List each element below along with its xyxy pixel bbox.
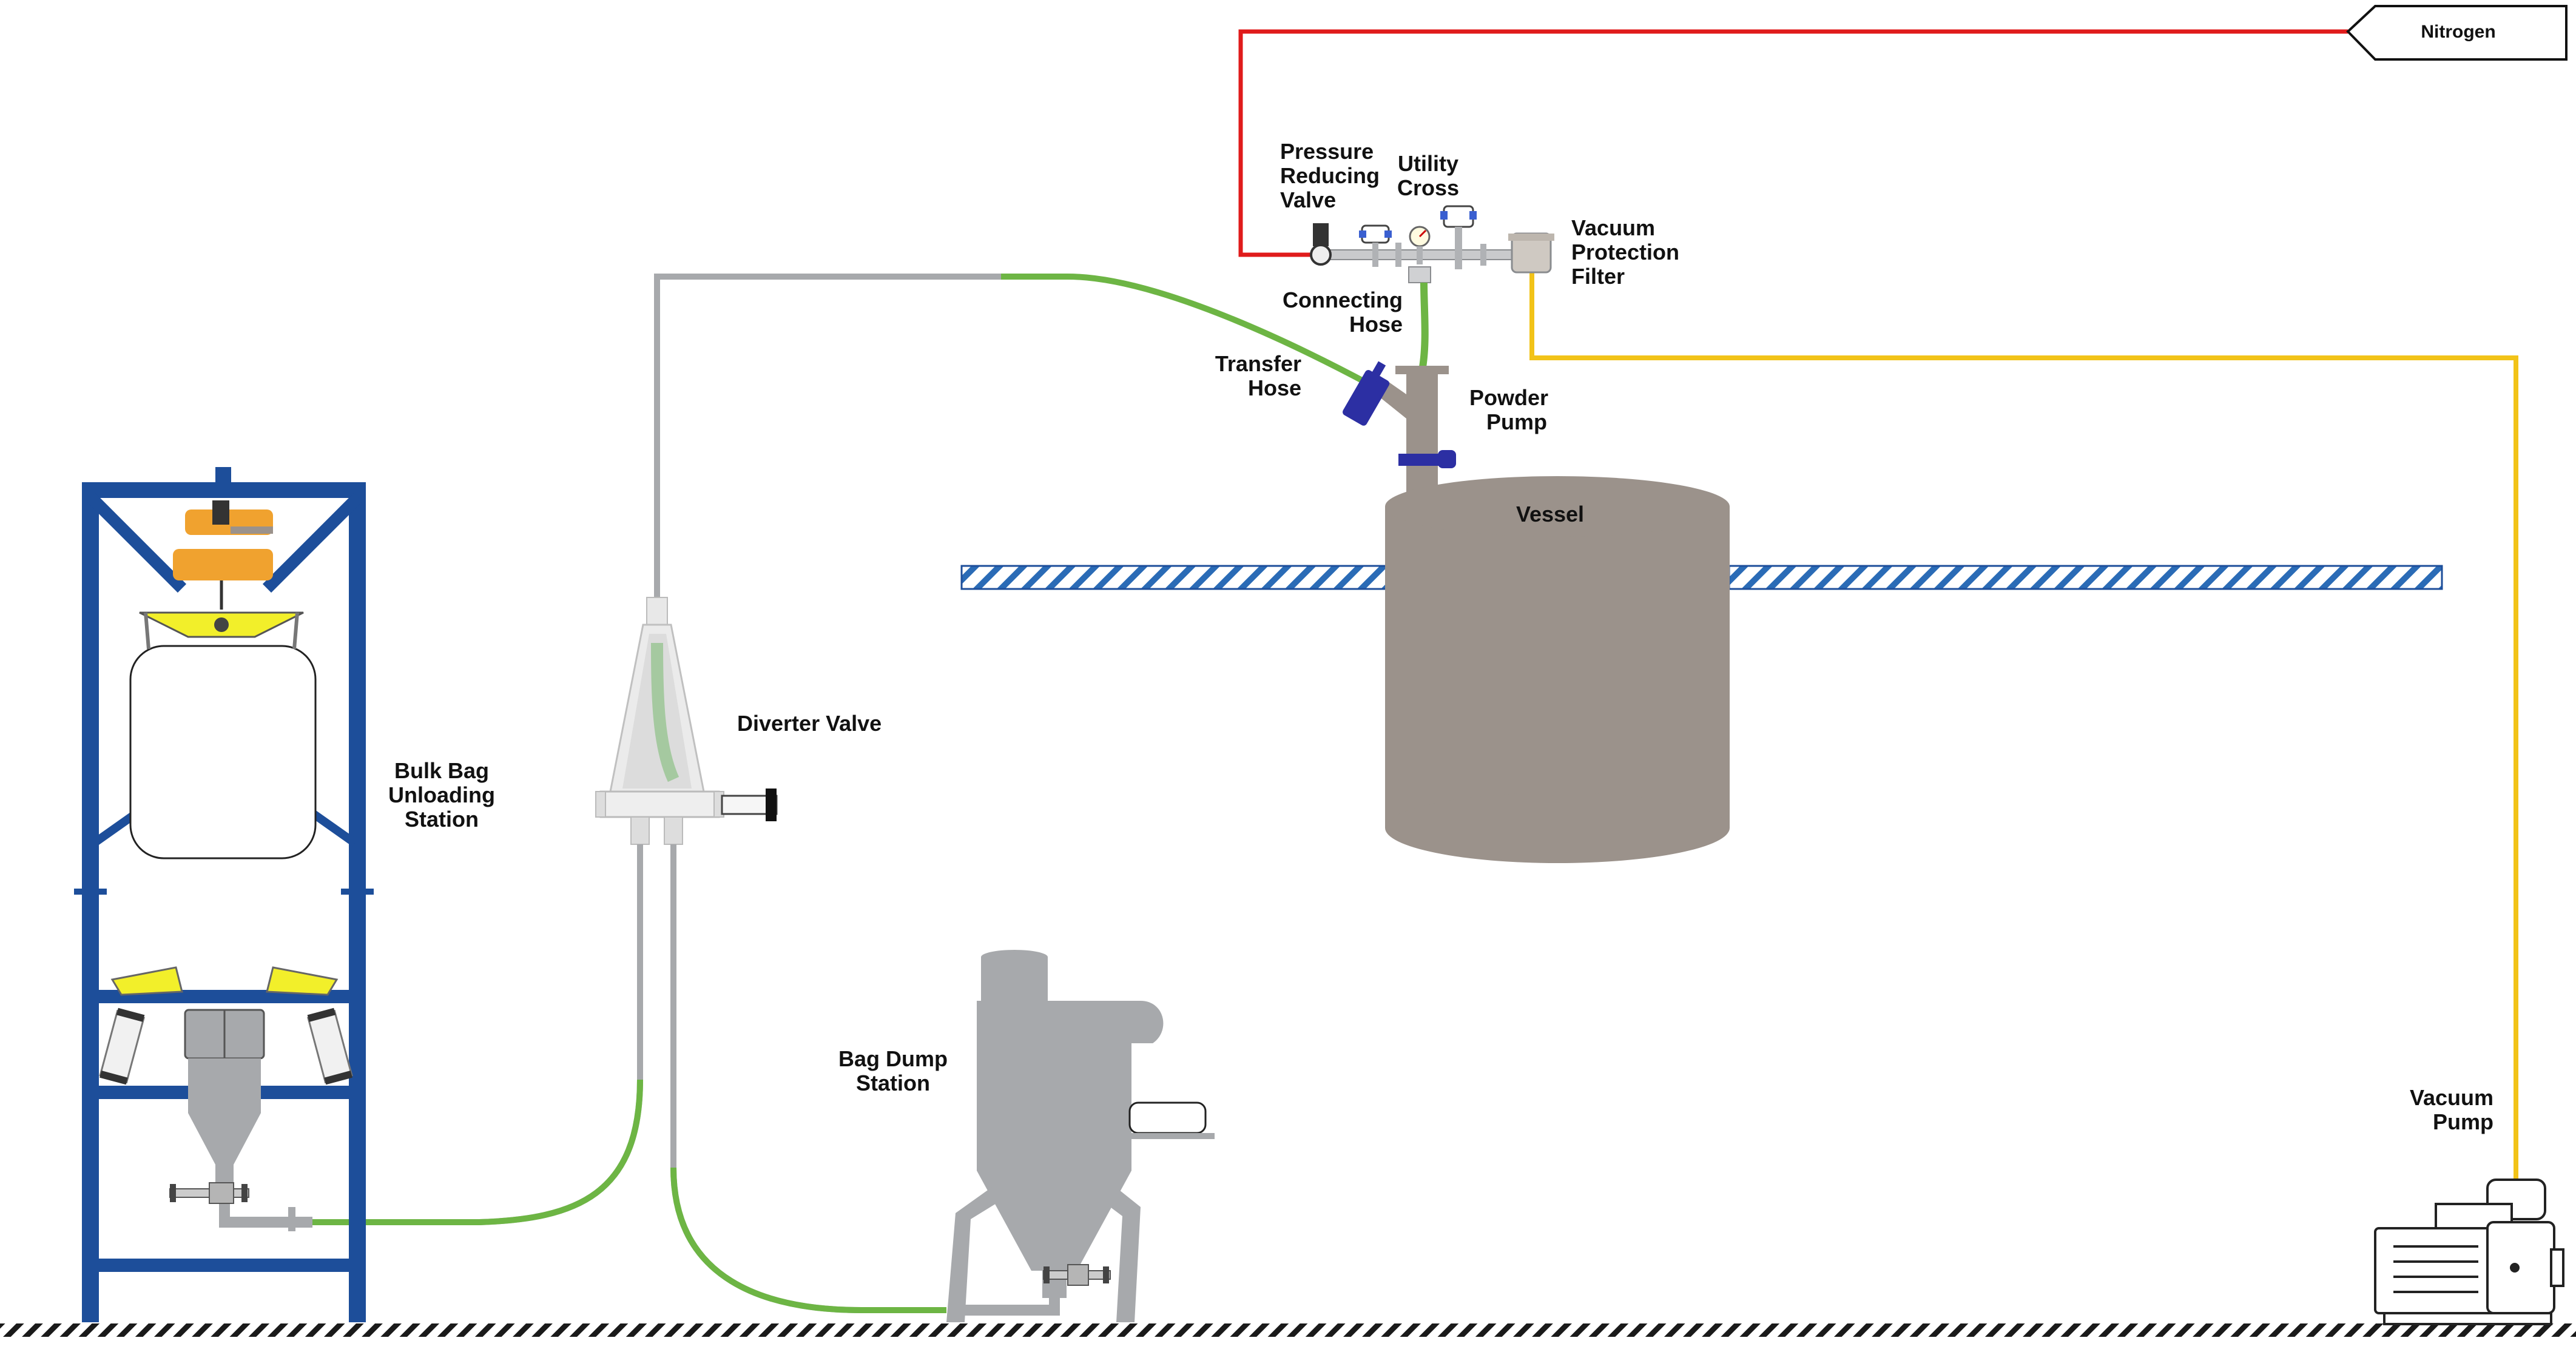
vacuum-protection-filter-label-1: Vacuum: [1571, 215, 1655, 240]
connecting-hose: [1419, 282, 1429, 368]
nitrogen-line: [1238, 29, 2348, 257]
powder-pump: [1343, 361, 1456, 496]
pressure-reducing-valve-label-3: Valve: [1280, 187, 1336, 212]
vacuum-pump-label-1: Vacuum: [2410, 1085, 2493, 1110]
connecting-hose-label-2: Hose: [1349, 312, 1403, 337]
bag-dump-valve: [1043, 1264, 1111, 1286]
nitrogen-label: Nitrogen: [2421, 22, 2495, 42]
air-cylinder-left: [99, 1007, 145, 1085]
vacuum-pump: [2374, 1179, 2564, 1325]
diverter-valve-label: Diverter Valve: [737, 711, 882, 736]
manifold-valve-left: [1359, 224, 1392, 267]
bag-massager-left: [110, 966, 183, 996]
ground-line: [0, 1323, 2576, 1337]
vacuum-protection-filter-label-3: Filter: [1571, 264, 1625, 289]
connecting-hose-label-1: Connecting: [1283, 288, 1403, 312]
utility-cross-label-2: Cross: [1397, 175, 1459, 200]
diverter-valve: [595, 597, 778, 845]
bag-dump-control-box: [1128, 1101, 1207, 1134]
bulk-bag-label-1: Bulk Bag: [394, 758, 489, 783]
bulk-bag-unloading-station: [74, 467, 374, 1322]
hoist-lifting-frame: [173, 500, 273, 610]
manifold-valve-right: [1440, 205, 1477, 269]
bulk-bag-hose: [312, 1079, 643, 1225]
transfer-hose-valve: [1343, 361, 1390, 426]
mezzanine-floor-right: [1728, 565, 2443, 590]
bag-dump-label-1: Bag Dump: [838, 1046, 948, 1071]
utility-cross-assembly: [1310, 205, 1554, 283]
bag-dump-station: [946, 950, 1215, 1322]
bulk-bag: [129, 645, 317, 859]
air-cylinder-right: [307, 1007, 353, 1085]
transfer-hose-label-2: Hose: [1248, 375, 1301, 400]
vacuum-line: [1529, 270, 2518, 1186]
mezzanine-floor-left: [960, 565, 1387, 590]
utility-cross-label-1: Utility: [1398, 151, 1458, 176]
pressure-reducing-valve-label-2: Reducing: [1280, 163, 1380, 188]
vessel: [1385, 476, 1730, 863]
diverter-actuator: [721, 789, 778, 821]
vacuum-pump-label-2: Pump: [2433, 1109, 2493, 1134]
bulk-bag-label-2: Unloading: [388, 782, 495, 807]
pressure-gauge: [1409, 226, 1431, 264]
powder-pump-label-1: Powder: [1469, 385, 1548, 410]
pressure-reducing-valve: [1310, 223, 1332, 266]
vacuum-protection-filter: [1508, 232, 1554, 274]
transfer-hose-label-1: Transfer: [1215, 351, 1301, 376]
bag-dump-hose: [670, 1167, 946, 1313]
nitrogen-source-tag: [2346, 5, 2568, 61]
bulk-bag-label-3: Station: [405, 807, 479, 832]
bag-massager-right: [266, 966, 339, 996]
discharge-valve: [169, 1182, 249, 1204]
pressure-reducing-valve-label-1: Pressure: [1280, 139, 1374, 164]
powder-pump-label-2: Pump: [1486, 409, 1547, 434]
pump-outlet-valve: [1398, 450, 1456, 468]
bag-dump-label-2: Station: [856, 1071, 930, 1095]
transfer-pipe: [654, 274, 1001, 600]
vacuum-protection-filter-label-2: Protection: [1571, 240, 1679, 264]
transfer-hose: [1001, 274, 1373, 388]
vessel-label: Vessel: [1516, 502, 1584, 526]
